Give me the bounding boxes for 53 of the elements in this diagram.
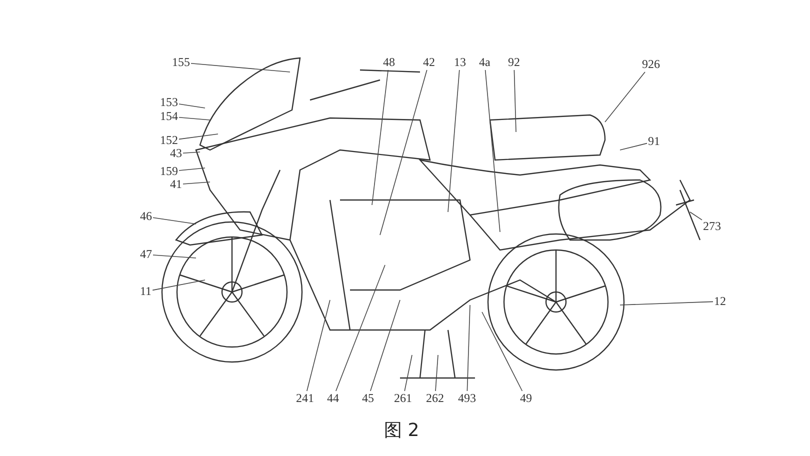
- leader-line: [448, 70, 460, 212]
- callout-number: 493: [458, 392, 476, 405]
- callout-number: 47: [140, 248, 152, 261]
- leader-line: [182, 152, 200, 154]
- leader-line: [182, 182, 210, 184]
- leader-line: [336, 264, 386, 392]
- leader-line: [404, 354, 412, 392]
- callout-number: 44: [327, 392, 339, 405]
- leader-line: [482, 312, 523, 392]
- leader-line: [152, 280, 206, 291]
- leader-line: [466, 304, 470, 392]
- leader-line: [152, 254, 196, 258]
- callout-number: 41: [170, 178, 182, 191]
- callout-number: 49: [520, 392, 532, 405]
- callout-number: 43: [170, 147, 182, 160]
- callout-number: 46: [140, 210, 152, 223]
- leader-line: [484, 70, 500, 232]
- leader-line: [190, 63, 290, 72]
- callout-number: 11: [140, 285, 152, 298]
- callout-number: 152: [160, 134, 178, 147]
- leader-line: [178, 117, 210, 120]
- callout-number: 262: [426, 392, 444, 405]
- leader-line: [152, 217, 196, 224]
- leader-line: [370, 300, 400, 392]
- callout-number: 926: [642, 58, 660, 71]
- callout-number: 12: [714, 295, 726, 308]
- callout-number: 45: [362, 392, 374, 405]
- figure-caption: 图 2: [384, 419, 420, 442]
- callout-number: 154: [160, 110, 178, 123]
- leader-line: [620, 301, 714, 306]
- callout-number: 273: [703, 220, 721, 233]
- leader-line: [380, 70, 428, 236]
- leader-line: [178, 134, 218, 140]
- leader-line: [604, 72, 646, 122]
- callout-number: 91: [648, 135, 660, 148]
- leader-line: [372, 70, 388, 206]
- leader-line: [435, 354, 438, 392]
- callout-number: 261: [394, 392, 412, 405]
- leader-line: [690, 212, 702, 220]
- callout-number: 4a: [479, 56, 490, 69]
- leader-line: [178, 104, 206, 108]
- leader-line: [306, 300, 330, 392]
- callout-number: 92: [508, 56, 520, 69]
- callout-number: 241: [296, 392, 314, 405]
- callout-number: 155: [172, 56, 190, 69]
- callout-number: 153: [160, 96, 178, 109]
- callout-number: 159: [160, 165, 178, 178]
- leader-line: [514, 70, 516, 132]
- leader-line: [620, 142, 648, 150]
- callout-number: 13: [454, 56, 466, 69]
- callout-number: 48: [383, 56, 395, 69]
- callout-number: 42: [423, 56, 435, 69]
- leader-line: [178, 168, 206, 171]
